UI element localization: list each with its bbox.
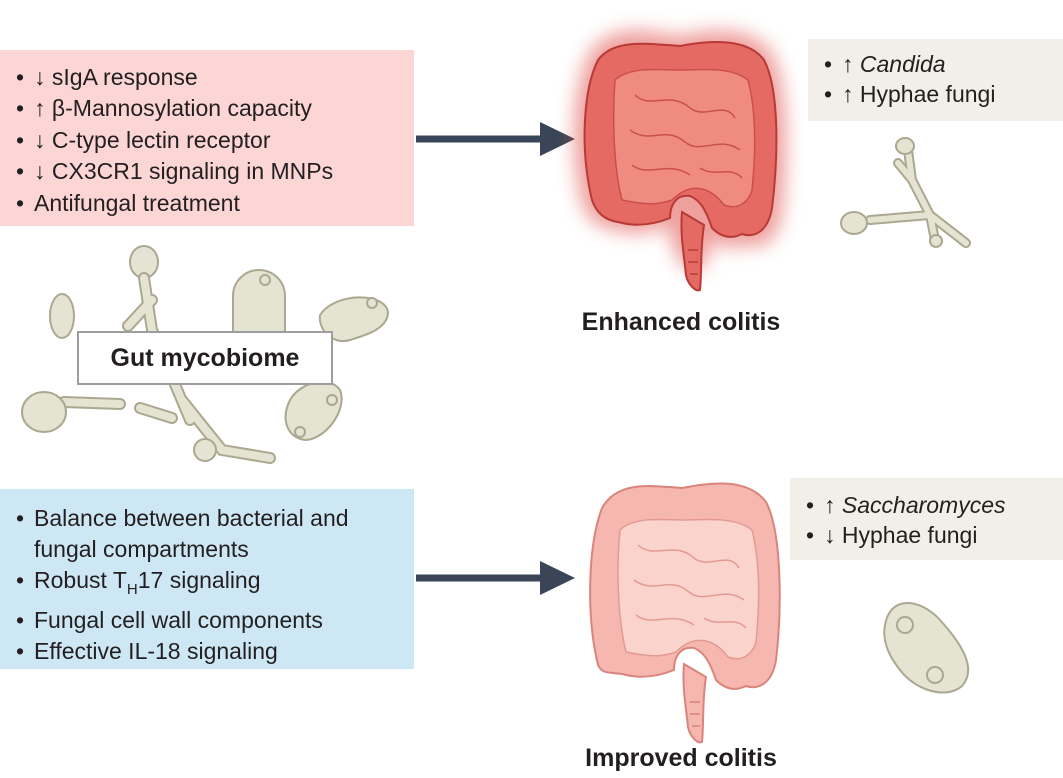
fungi-item: ↑ Saccharomyces — [804, 490, 1063, 520]
factor-item: Effective IL-18 signaling — [14, 636, 414, 667]
improved-factors-box: Balance between bacterial and fungal com… — [0, 489, 414, 669]
yeast-cell-illustration — [883, 602, 970, 694]
factor-item: ↓ sIgA response — [14, 62, 414, 94]
factor-item: ↑ β-Mannosylation capacity — [14, 93, 414, 125]
gut-mycobiome-label: Gut mycobiome — [77, 331, 333, 385]
improved-colitis-caption: Improved colitis — [585, 744, 777, 772]
enhanced-fungi-box: ↑ Candida ↑ Hyphae fungi — [808, 39, 1063, 121]
healthy-colon-illustration — [589, 482, 781, 744]
hyphae-fungus-illustration — [840, 137, 971, 248]
enhanced-factors-box: ↓ sIgA response ↑ β-Mannosylation capaci… — [0, 50, 414, 226]
inflamed-colon-illustration — [573, 30, 787, 292]
factor-item: Fungal cell wall components — [14, 605, 414, 636]
factor-item: Antifungal treatment — [14, 188, 414, 220]
factor-item: Robust TH17 signaling — [14, 565, 414, 605]
factor-item: ↓ CX3CR1 signaling in MNPs — [14, 156, 414, 188]
arrow-to-improved — [416, 561, 575, 595]
fungi-item: ↑ Hyphae fungi — [822, 79, 1063, 109]
arrow-to-enhanced — [416, 122, 575, 156]
enhanced-colitis-caption: Enhanced colitis — [581, 308, 781, 336]
fungi-item: ↓ Hyphae fungi — [804, 520, 1063, 550]
factor-item: ↓ C-type lectin receptor — [14, 125, 414, 157]
improved-fungi-box: ↑ Saccharomyces ↓ Hyphae fungi — [790, 478, 1063, 560]
fungi-item: ↑ Candida — [822, 49, 1063, 79]
factor-item: Balance between bacterial and fungal com… — [14, 503, 414, 565]
